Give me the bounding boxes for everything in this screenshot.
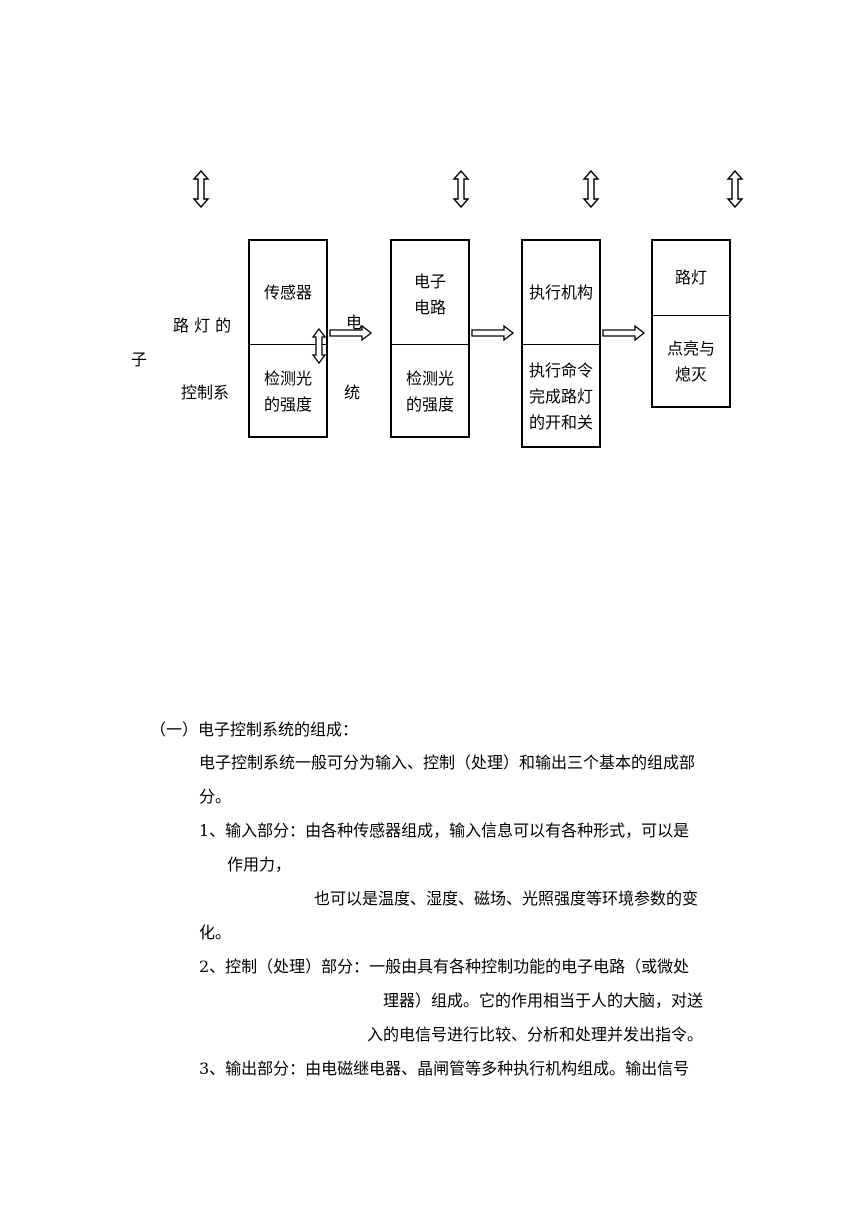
- item-1-line4: 化。: [199, 923, 232, 942]
- paragraph-1-line1: 电子控制系统一般可分为输入、控制（处理）和输出三个基本的组成部: [199, 753, 696, 772]
- diagram-box-actuator: 执行机构 执行命令 完成路灯 的开和关: [521, 239, 601, 448]
- item-2-line2: 理器）组成。它的作用相当于人的大脑，对送: [383, 991, 704, 1010]
- box-sensor-bottom: 检测光 的强度: [263, 368, 312, 414]
- item-1-line1: 1、输入部分：由各种传感器组成，输入信息可以有各种形式，可以是: [199, 821, 690, 840]
- right-arrow-icon-3: [602, 324, 646, 342]
- double-arrow-icon-2: [452, 169, 470, 209]
- paragraph-1-line2: 分。: [199, 787, 232, 806]
- diagram-box-circuit: 电子 电路 检测光 的强度: [390, 239, 470, 438]
- item-2-line1: 2、控制（处理）部分：一般由具有各种控制功能的电子电路（或微处: [199, 957, 690, 976]
- double-arrow-icon-3: [582, 169, 600, 209]
- diagram-label-dian: 电: [346, 313, 363, 332]
- box-sensor-top: 传感器: [263, 282, 312, 302]
- box-divider: [250, 344, 326, 345]
- box-streetlight-top: 路灯: [674, 268, 707, 287]
- double-arrow-icon-1: [192, 169, 210, 209]
- right-arrow-icon-1: [329, 324, 373, 342]
- box-circuit-bottom: 检测光 的强度: [405, 368, 454, 414]
- diagram-left-label-zi: 子: [131, 350, 148, 369]
- diagram-label-tong: 统: [344, 383, 361, 402]
- box-actuator-top: 执行机构: [528, 282, 593, 302]
- section-heading: （一）电子控制系统的组成：: [150, 720, 359, 739]
- diagram-left-label-line1: 路 灯 的: [173, 316, 232, 335]
- diagram-left-label-line2: 控制系: [181, 383, 230, 402]
- box-divider: [523, 344, 599, 345]
- box-divider: [653, 315, 729, 316]
- double-arrow-icon-small: [311, 327, 327, 365]
- box-streetlight-bottom: 点亮与 熄灭: [666, 339, 715, 384]
- double-arrow-icon-4: [726, 169, 744, 209]
- item-1-line2: 作用力，: [227, 855, 292, 874]
- item-3-line1: 3、输出部分：由电磁继电器、晶闸管等多种执行机构组成。输出信号: [199, 1059, 690, 1078]
- diagram-box-streetlight: 路灯 点亮与 熄灭: [651, 239, 731, 408]
- box-actuator-bottom: 执行命令 完成路灯 的开和关: [528, 360, 593, 432]
- diagram-box-sensor: 传感器 检测光 的强度: [248, 239, 328, 438]
- box-circuit-top: 电子 电路: [413, 272, 446, 317]
- right-arrow-icon-2: [471, 324, 515, 342]
- box-divider: [392, 344, 468, 345]
- item-1-line3: 也可以是温度、湿度、磁场、光照强度等环境参数的变: [314, 889, 699, 908]
- item-2-line3: 入的电信号进行比较、分析和处理并发出指令。: [367, 1025, 704, 1044]
